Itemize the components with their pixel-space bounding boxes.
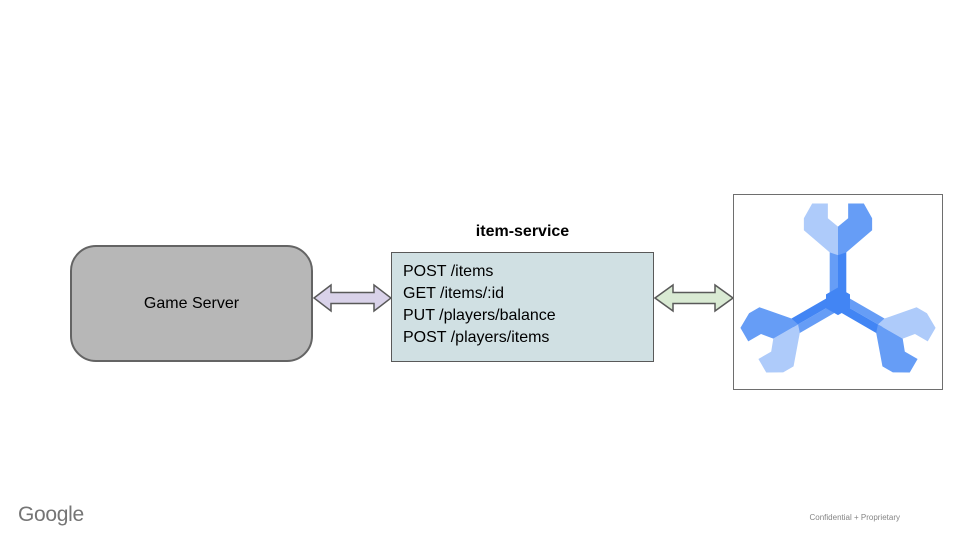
spanner-arm-lower-left xyxy=(740,292,846,373)
spanner-head-face xyxy=(876,324,918,373)
endpoint-line: GET /items/:id xyxy=(403,285,505,302)
google-logo: Google xyxy=(18,503,84,526)
endpoint-line: POST /items xyxy=(403,263,494,280)
spanner-head-face xyxy=(758,324,800,373)
spanner-head-face xyxy=(803,203,838,256)
spanner-hub-face xyxy=(826,287,850,316)
item-service-node: POST /items GET /items/:id PUT /players/… xyxy=(391,252,654,362)
spanner-head-face xyxy=(877,307,936,342)
endpoint-line: PUT /players/balance xyxy=(403,307,556,324)
connector-service-to-spanner xyxy=(654,283,734,313)
game-server-node: Game Server xyxy=(70,245,313,362)
endpoint-line: POST /players/items xyxy=(403,329,550,346)
cloud-spanner-icon xyxy=(740,203,936,373)
spanner-node xyxy=(733,194,943,390)
item-service-title: item-service xyxy=(475,223,570,240)
confidential-note: Confidential + Proprietary xyxy=(809,513,901,522)
spanner-head-face xyxy=(838,203,873,256)
connector-game-to-service xyxy=(313,283,392,313)
double-arrow-left xyxy=(313,283,392,313)
game-server-label: Game Server xyxy=(143,294,240,312)
spanner-head-face xyxy=(740,307,799,342)
double-arrow-right xyxy=(654,283,734,313)
